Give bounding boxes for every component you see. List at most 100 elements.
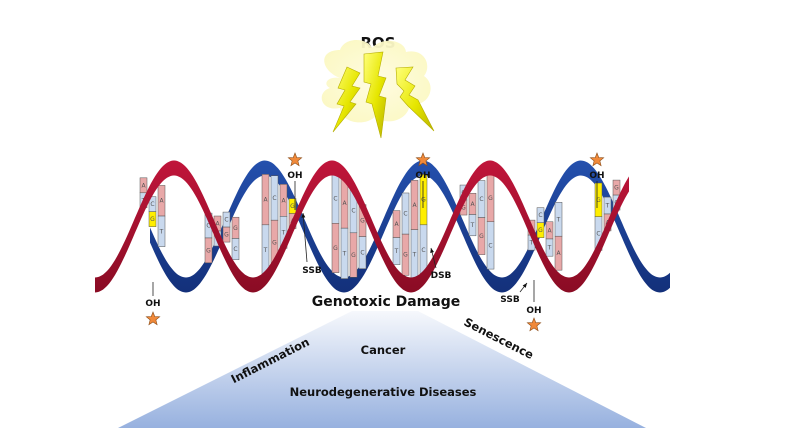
base-letter: T <box>605 203 610 210</box>
lightning-bolt-icon <box>332 66 361 133</box>
base-letter: T <box>342 250 347 257</box>
lightning-bolt-icon <box>395 66 435 132</box>
damage-annotations: OH OH OH OH OH SSB DSB SSB <box>145 152 605 332</box>
base-letter: C <box>272 195 276 202</box>
star-radical-icon <box>287 152 303 167</box>
base-letter: C <box>333 196 337 203</box>
base-letter: G <box>360 218 365 225</box>
base-letter: G <box>272 239 277 246</box>
base-letter: A <box>470 201 475 208</box>
arrow-head-icon <box>430 248 435 253</box>
nucleotide-base <box>358 236 367 269</box>
base-letter: G <box>233 225 238 232</box>
base-letter: T <box>529 240 534 247</box>
base-letter: C <box>150 201 154 208</box>
base-letter: G <box>488 195 493 202</box>
connector-line <box>302 212 308 263</box>
base-letter: A <box>556 250 561 257</box>
base-letter: G <box>224 232 229 239</box>
base-letter: A <box>215 221 220 228</box>
star-radical-icon <box>145 311 161 326</box>
disease-pyramid: Inflammation Senescence Cancer Neurodege… <box>118 311 646 428</box>
oh-label: OH <box>287 171 302 181</box>
pyramid-level-neurodegenerative: Neurodegenerative Diseases <box>290 385 477 399</box>
base-letter: C <box>206 223 210 230</box>
strand-break-label-ssb: SSB <box>302 266 322 276</box>
lightning-bolts <box>332 51 435 139</box>
base-letter: C <box>403 211 407 218</box>
nucleotide-base <box>148 211 157 227</box>
base-letter: G <box>538 227 543 234</box>
base-letter: G <box>351 252 356 259</box>
base-letter: T <box>394 248 399 255</box>
base-pair-group: ATCGATGA <box>261 174 297 276</box>
base-letter: T <box>159 228 164 235</box>
base-letter: A <box>141 182 146 189</box>
oh-label: OH <box>415 171 430 181</box>
base-letter: G <box>290 203 295 210</box>
base-letter: C <box>224 217 228 224</box>
dna-strand-blue <box>150 160 670 293</box>
base-letter: C <box>488 242 492 249</box>
arrow-head-icon <box>522 283 527 288</box>
base-letter: G <box>206 247 211 254</box>
star-radical-icon <box>526 317 542 332</box>
base-letter: C <box>596 231 600 238</box>
base-letter: G <box>461 205 466 212</box>
dna-strand-red <box>95 160 629 293</box>
base-letter: A <box>394 221 399 228</box>
star-radical-icon <box>415 152 431 167</box>
genotoxic-damage-label: Genotoxic Damage <box>312 294 461 310</box>
nucleotide-base <box>392 237 401 265</box>
base-letter: A <box>342 200 347 207</box>
nucleotide-base <box>157 215 166 247</box>
base-letter: A <box>159 198 164 205</box>
lightning-bolt-icon <box>363 51 387 139</box>
nucleotide-base <box>331 223 340 273</box>
base-letter: T <box>281 229 286 236</box>
base-letter: T <box>556 216 561 223</box>
base-letter: C <box>233 246 237 253</box>
oh-label: OH <box>526 306 541 316</box>
pyramid-shape <box>118 311 646 428</box>
strand-break-label-dsb: DSB <box>431 271 452 281</box>
nucleotide-base <box>340 227 349 279</box>
nucleotide-base <box>222 226 231 243</box>
nucleotide-base <box>536 222 545 238</box>
oh-label: OH <box>145 299 160 309</box>
nucleotide-base <box>486 221 495 270</box>
nucleotide-base <box>231 238 240 261</box>
base-letter: C <box>421 247 425 254</box>
oh-label: OH <box>589 171 604 181</box>
base-letter: A <box>281 197 286 204</box>
base-letter: C <box>479 196 483 203</box>
strand-break-label-ssb: SSB <box>500 295 520 305</box>
nucleotide-base <box>349 232 358 278</box>
base-letter: G <box>403 252 408 259</box>
pyramid-level-cancer: Cancer <box>361 343 406 357</box>
base-letter: A <box>547 227 552 234</box>
nucleotide-base <box>477 217 486 255</box>
nucleotide-base <box>401 233 410 276</box>
star-radical-icon <box>589 152 605 167</box>
nucleotide-base <box>468 214 477 237</box>
base-letter: C <box>360 250 364 257</box>
nucleotide-base <box>204 237 213 264</box>
arrow-head-icon <box>301 213 306 218</box>
base-letter: T <box>547 245 552 252</box>
base-letter: A <box>412 202 417 209</box>
nucleotide-base <box>545 238 554 257</box>
base-letter: T <box>470 222 475 229</box>
base-letter: T <box>412 251 417 258</box>
base-letter: G <box>614 185 619 192</box>
base-letter: A <box>263 197 268 204</box>
base-letter: G <box>596 197 601 204</box>
base-letter: G <box>479 233 484 240</box>
base-letter: G <box>150 216 155 223</box>
base-letter: T <box>263 247 268 254</box>
base-letter: C <box>538 212 542 219</box>
dna-double-helix: ATCGATCGATCGGCATCGATGACGATCGGCATCGATGCCG… <box>95 160 670 293</box>
